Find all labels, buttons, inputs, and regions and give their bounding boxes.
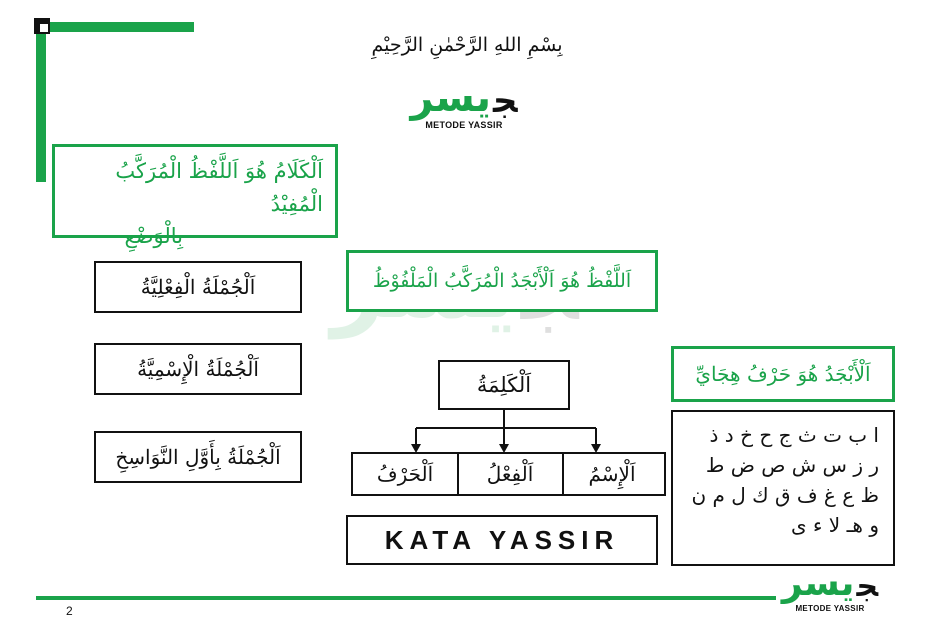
corner-bar-vertical bbox=[36, 22, 46, 182]
sentence-fi-liyyah: اَلْجُمْلَةُ الْفِعْلِيَّةُ bbox=[94, 261, 302, 313]
kalimah-branch-fi-l: اَلْفِعْلُ bbox=[456, 452, 564, 496]
footer-logo-subtitle: METODE YASSIR bbox=[795, 604, 865, 613]
kata-yassir-label: KATA YASSIR bbox=[346, 515, 658, 565]
kalimah-branch-harf: اَلْحَرْفُ bbox=[351, 452, 459, 496]
logo-subtitle: METODE YASSIR bbox=[425, 120, 503, 130]
alphabet-box: ا ب ت ث ج ح خ د ذ ر ز س ش ص ض ط ظ ع غ ف … bbox=[671, 410, 895, 566]
header-logo: يسر ﺠ METODE YASSIR bbox=[402, 78, 526, 130]
kalimah-branch-ism: اَلْإِسْمُ bbox=[558, 452, 666, 496]
corner-square-inner bbox=[40, 24, 48, 32]
corner-bar-horizontal bbox=[36, 22, 194, 32]
alphabet-line-4: و هـ لا ء ى bbox=[791, 513, 879, 537]
alphabet-line-3: ظ ع غ ف ق ك ل م ن bbox=[691, 483, 879, 507]
kalimah-root-box: اَلْكَلِمَةُ bbox=[438, 360, 570, 410]
definition-kalam: اَلْكَلَامُ هُوَ اَللَّفْظُ الْمُرَكَّبُ… bbox=[52, 144, 338, 248]
footer-logo-word: يسر bbox=[781, 563, 855, 604]
definition-abjad: اَلْأَبْجَدُ هُوَ حَرْفُ هِجَايِّ bbox=[671, 346, 895, 402]
alphabet-line-2: ر ز س ش ص ض ط bbox=[705, 453, 879, 477]
definition-lafz: اَللَّفْظُ هُوَ اَلْأَبْجَدُ الْمُرَكَّب… bbox=[346, 250, 658, 312]
definition-kalam-line2: بِالْوَضْعِ bbox=[124, 224, 184, 249]
footer-logo: يسر ﺠ METODE YASSIR bbox=[774, 563, 886, 614]
logo-mark: ﺠ bbox=[493, 81, 518, 121]
footer-line bbox=[36, 596, 776, 600]
basmalah: بِسْمِ اللهِ الرَّحْمٰنِ الرَّحِيْمِ bbox=[371, 34, 563, 56]
sentence-ismiyyah: اَلْجُمْلَةُ الْإِسْمِيَّةُ bbox=[94, 343, 302, 395]
footer-logo-mark: ﺠ bbox=[856, 569, 879, 604]
alphabet-line-1: ا ب ت ث ج ح خ د ذ bbox=[709, 423, 879, 447]
kalimah-tree-connector bbox=[411, 410, 601, 453]
definition-kalam-line1: اَلْكَلَامُ هُوَ اَللَّفْظُ الْمُرَكَّبُ… bbox=[115, 159, 323, 216]
sentence-nawasikh: اَلْجُمْلَةُ بِأَوَّلِ النَّوَاسِخِ bbox=[94, 431, 302, 483]
page-number: 2 bbox=[66, 604, 73, 618]
logo-word: يسر bbox=[410, 75, 492, 121]
